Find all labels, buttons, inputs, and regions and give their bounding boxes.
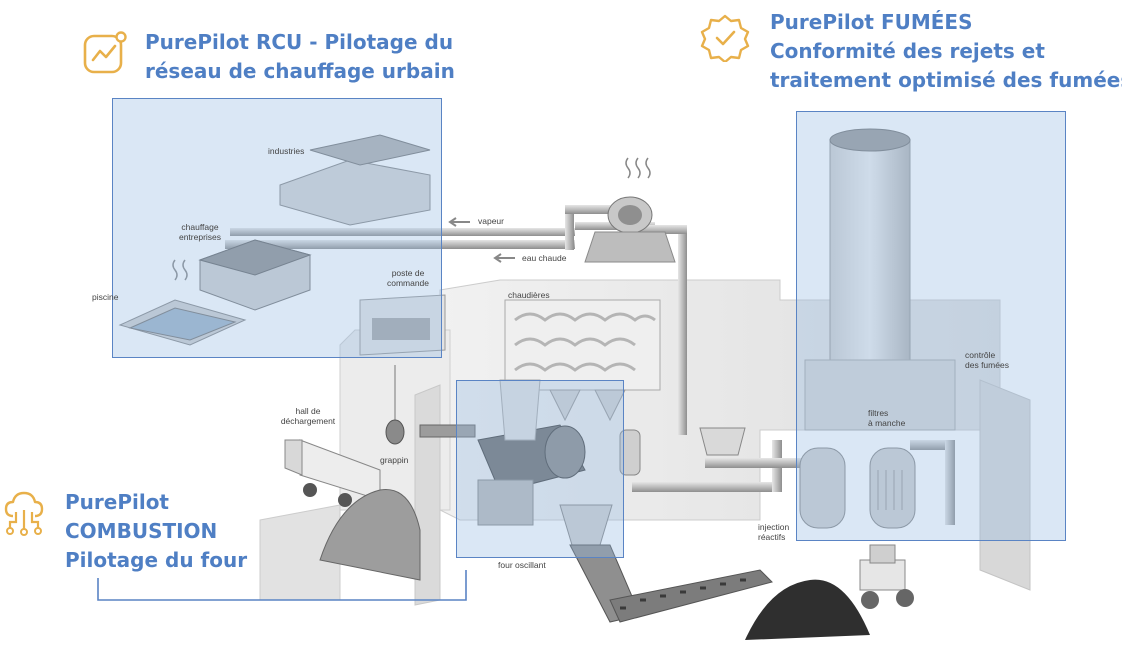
label-injection: injection réactifs [758, 522, 789, 542]
district-buildings [118, 134, 431, 346]
rcu-zone[interactable] [112, 98, 442, 358]
combustion-bracket [97, 570, 467, 601]
heading-combustion: PurePilot COMBUSTION Pilotage du four [65, 488, 247, 575]
label-filtres-2: à manche [868, 418, 906, 428]
label-chauffage-2: entreprises [178, 232, 222, 242]
waste-pile [319, 489, 421, 581]
label-chauffage: chauffage entreprises [165, 222, 235, 242]
cloud-network-icon [4, 491, 44, 536]
label-controle: contrôle des fumées [965, 350, 1009, 370]
turbine [584, 157, 676, 263]
heading-combustion-line2: COMBUSTION [65, 519, 218, 543]
flow-arrows [448, 217, 515, 263]
label-controle-1: contrôle [965, 350, 996, 360]
label-controle-2: des fumées [965, 360, 1009, 370]
chimney [804, 128, 956, 431]
label-grappin: grappin [380, 455, 409, 465]
heading-combustion-line1: PurePilot [65, 490, 169, 514]
heading-combustion-line3: Pilotage du four [65, 548, 248, 572]
label-four-oscillant: four oscillant [498, 560, 546, 570]
label-poste-1: poste de [391, 268, 425, 278]
control-room [359, 294, 446, 445]
label-eau-chaude: eau chaude [522, 253, 567, 263]
label-chaudieres: chaudières [508, 290, 550, 300]
heading-fumees-line3: traitement optimisé des fumées [770, 68, 1122, 92]
heading-rcu-line1: PurePilot RCU - Pilotage du [145, 30, 454, 54]
label-poste-2: commande [386, 278, 430, 288]
heading-fumees-line1: PurePilot FUMÉES [770, 10, 973, 34]
check-badge-icon [700, 14, 750, 62]
heading-fumees-line2: Conformité des rejets et [770, 39, 1045, 63]
bag-filters [799, 447, 916, 529]
label-injection-1: injection [758, 522, 790, 532]
heading-rcu-line2: réseau de chauffage urbain [145, 59, 455, 83]
label-industries: industries [268, 146, 305, 156]
label-filtres-1: filtres [868, 408, 889, 418]
chart-trend-icon [83, 31, 127, 74]
label-chauffage-1: chauffage [181, 222, 219, 232]
label-vapeur: vapeur [478, 216, 504, 226]
fumees-zone[interactable] [796, 111, 1066, 541]
label-hall-2: déchargement [280, 416, 336, 426]
combustion-zone[interactable] [456, 380, 624, 558]
label-filtres: filtres à manche [868, 408, 905, 428]
boilers [504, 299, 746, 476]
rotary-kiln [419, 379, 613, 546]
heading-rcu: PurePilot RCU - Pilotage du réseau de ch… [145, 28, 455, 86]
label-piscine: piscine [92, 292, 119, 302]
label-injection-2: réactifs [758, 532, 786, 542]
slag-heap [745, 544, 914, 640]
heading-fumees: PurePilot FUMÉES Conformité des rejets e… [770, 8, 1122, 95]
label-hall-1: hall de [295, 406, 321, 416]
label-poste: poste de commande [378, 268, 438, 288]
ash-conveyor [569, 544, 773, 623]
label-hall: hall de déchargement [268, 406, 348, 426]
